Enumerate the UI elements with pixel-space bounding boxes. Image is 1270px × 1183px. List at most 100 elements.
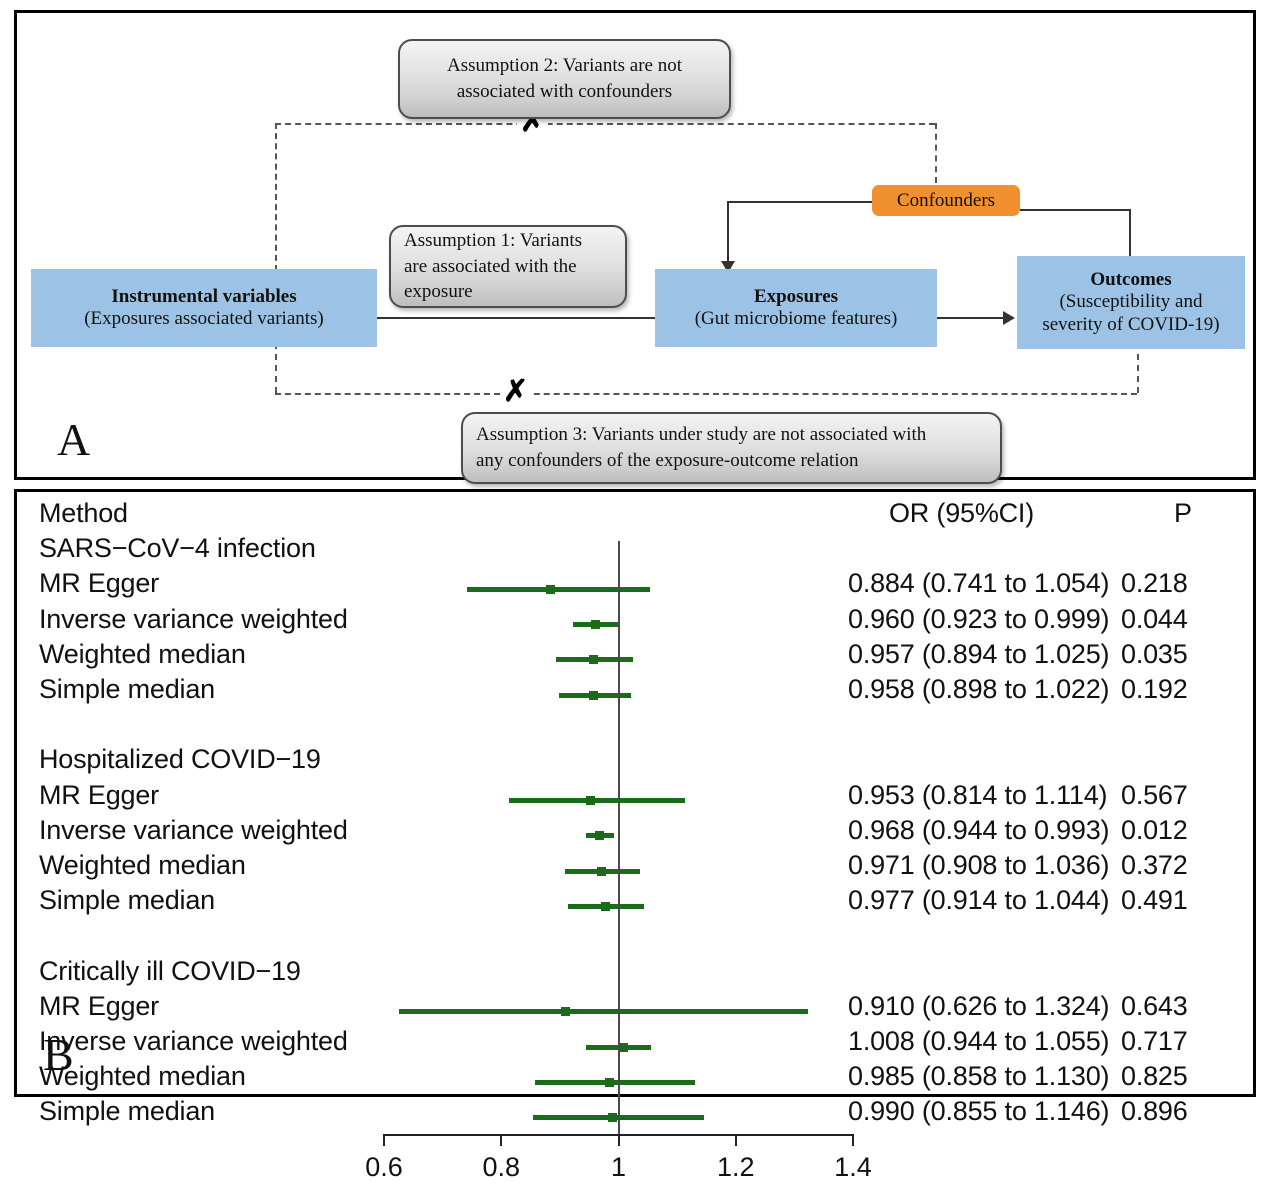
node-outcomes-subtitle-2: severity of COVID-19)	[1042, 313, 1220, 335]
column-header-or: OR (95%CI)	[889, 498, 1035, 528]
x-axis-tick	[852, 1134, 854, 1147]
row-method-label: Inverse variance weighted	[39, 1026, 348, 1056]
row-method-label: Weighted median	[39, 1061, 246, 1092]
row-or-ci-value: 0.884 (0.741 to 1.054)	[848, 568, 1110, 599]
effect-estimate-marker	[600, 901, 610, 911]
arrow-exposures-to-outcomes-line	[937, 317, 1003, 319]
node-exposures: Exposures (Gut microbiome features)	[655, 269, 937, 347]
ci-whisker	[399, 1009, 809, 1015]
effect-estimate-marker	[586, 796, 596, 806]
arrow-exposures-to-outcomes-head	[1003, 311, 1015, 325]
ci-whisker	[535, 1079, 695, 1085]
row-method-label: Simple median	[39, 674, 215, 704]
arrow-confounders-to-exposures-v	[727, 201, 729, 263]
node-outcomes-title: Outcomes	[1090, 268, 1172, 290]
row-p-value: 0.035	[1121, 638, 1188, 669]
arrow-confounders-to-exposures-h	[727, 201, 872, 203]
row-or-ci-value: 0.958 (0.898 to 1.022)	[848, 674, 1110, 704]
arrow-confounders-to-outcomes-h	[1020, 209, 1131, 211]
row-method-label: Weighted median	[39, 638, 246, 669]
ci-whisker	[509, 798, 686, 804]
row-p-value: 0.717	[1121, 1026, 1188, 1056]
row-p-value: 0.896	[1121, 1096, 1188, 1127]
node-confounders-title: Confounders	[896, 189, 996, 211]
forest-plot-canvas: Method OR (95%CI) P SARS−CoV−4 infection MR …	[17, 492, 1253, 1182]
panel-a-label: A	[57, 414, 91, 465]
dashed-line-left-vertical-bottom	[275, 343, 277, 393]
row-or-ci-value: 0.910 (0.626 to 1.324)	[848, 990, 1110, 1021]
dashed-line-bottom-horizontal	[275, 393, 1137, 395]
figure-page: ✗ ✗ Assumption 2: Variants are not assoc…	[14, 10, 1256, 1183]
dashed-line-confounder-vertical	[935, 123, 937, 183]
effect-estimate-marker	[561, 1007, 571, 1017]
arrow-confounders-to-outcomes-v	[1129, 209, 1131, 258]
panel-b-label: B	[43, 1029, 74, 1080]
effect-estimate-marker	[589, 690, 599, 700]
column-header-p: P	[1174, 498, 1192, 528]
row-method-label: Inverse variance weighted	[39, 814, 348, 845]
x-axis-tick	[617, 1134, 620, 1147]
row-p-value: 0.567	[1121, 779, 1188, 810]
row-method-label: MR Egger	[39, 990, 159, 1021]
row-or-ci-value: 0.990 (0.855 to 1.146)	[848, 1096, 1110, 1127]
row-p-value: 0.491	[1121, 885, 1188, 916]
x-axis-tick-label: 1.4	[834, 1152, 872, 1183]
row-or-ci-value: 0.960 (0.923 to 0.999)	[848, 603, 1110, 634]
row-or-ci-value: 0.977 (0.914 to 1.044)	[848, 885, 1110, 916]
row-p-value: 0.218	[1121, 568, 1188, 599]
assumption-1-line-3: exposure	[404, 281, 473, 303]
row-method-label: Simple median	[39, 1096, 215, 1127]
row-p-value: 0.643	[1121, 990, 1188, 1021]
row-or-ci-value: 0.985 (0.858 to 1.130)	[848, 1061, 1110, 1092]
node-outcomes-subtitle: (Susceptibility and	[1059, 291, 1203, 313]
row-or-ci-value: 0.968 (0.944 to 0.993)	[848, 814, 1110, 845]
row-or-ci-value: 1.008 (0.944 to 1.055)	[848, 1026, 1110, 1056]
assumption-3-line-1: Assumption 3: Variants under study are n…	[476, 424, 927, 446]
row-p-value: 0.192	[1121, 674, 1188, 704]
row-p-value: 0.044	[1121, 603, 1188, 634]
x-axis-tick	[383, 1134, 385, 1147]
row-method-label: Simple median	[39, 885, 215, 916]
x-axis-tick-label: 1.2	[716, 1152, 755, 1183]
dashed-line-top-horizontal	[275, 123, 935, 125]
node-outcomes: Outcomes (Susceptibility and severity of…	[1017, 256, 1245, 349]
x-axis-tick-label: 0.8	[482, 1152, 521, 1183]
callout-assumption-1: Assumption 1: Variants are associated wi…	[389, 225, 627, 308]
x-axis-tick-label: 0.6	[365, 1152, 403, 1183]
column-header-method: Method	[39, 498, 128, 528]
node-confounders: Confounders	[872, 185, 1020, 216]
group-label: SARS−CoV−4 infection	[39, 533, 316, 564]
effect-estimate-marker	[588, 655, 598, 665]
assumption-2-line-2: associated with confounders	[456, 81, 673, 102]
node-exposures-subtitle: (Gut microbiome features)	[694, 308, 898, 329]
assumption-1-line-1: Assumption 1: Variants	[404, 230, 583, 252]
group-label: Critically ill COVID−19	[39, 955, 301, 986]
row-or-ci-value: 0.953 (0.814 to 1.114)	[848, 779, 1108, 810]
row-method-label: Inverse variance weighted	[39, 603, 348, 634]
dashed-line-outcome-vertical	[1137, 343, 1139, 393]
row-method-label: Weighted median	[39, 850, 246, 880]
row-method-label: MR Egger	[39, 779, 159, 810]
assumption-3-line-2: any confounders of the exposure-outcome …	[476, 450, 859, 471]
group-label: Hospitalized COVID−19	[39, 744, 321, 775]
node-instrumental-variables: Instrumental variables (Exposures associ…	[31, 269, 377, 347]
callout-assumption-2: Assumption 2: Variants are not associate…	[398, 39, 731, 119]
assumption-1-line-2: are associated with the	[404, 255, 577, 277]
arrow-iv-to-exposures-line	[377, 317, 655, 319]
effect-estimate-marker	[545, 584, 555, 594]
callout-assumption-3: Assumption 3: Variants under study are n…	[461, 412, 1002, 484]
effect-estimate-marker	[590, 620, 600, 630]
row-p-value: 0.372	[1121, 850, 1188, 880]
ci-whisker	[466, 586, 651, 592]
violation-x-icon-bottom: ✗	[500, 377, 532, 407]
row-or-ci-value: 0.957 (0.894 to 1.025)	[848, 638, 1110, 669]
assumption-2-line-1: Assumption 2: Variants are not	[446, 55, 682, 77]
x-axis-tick-label: 1	[610, 1152, 627, 1183]
effect-estimate-marker	[618, 1042, 628, 1052]
effect-estimate-marker	[595, 831, 605, 841]
row-method-label: MR Egger	[39, 568, 159, 599]
effect-estimate-marker	[608, 1112, 618, 1122]
panel-b-forest-plot: Method OR (95%CI) P SARS−CoV−4 infection MR …	[14, 489, 1256, 1182]
effect-estimate-marker	[596, 866, 606, 876]
x-axis-tick	[500, 1134, 503, 1147]
